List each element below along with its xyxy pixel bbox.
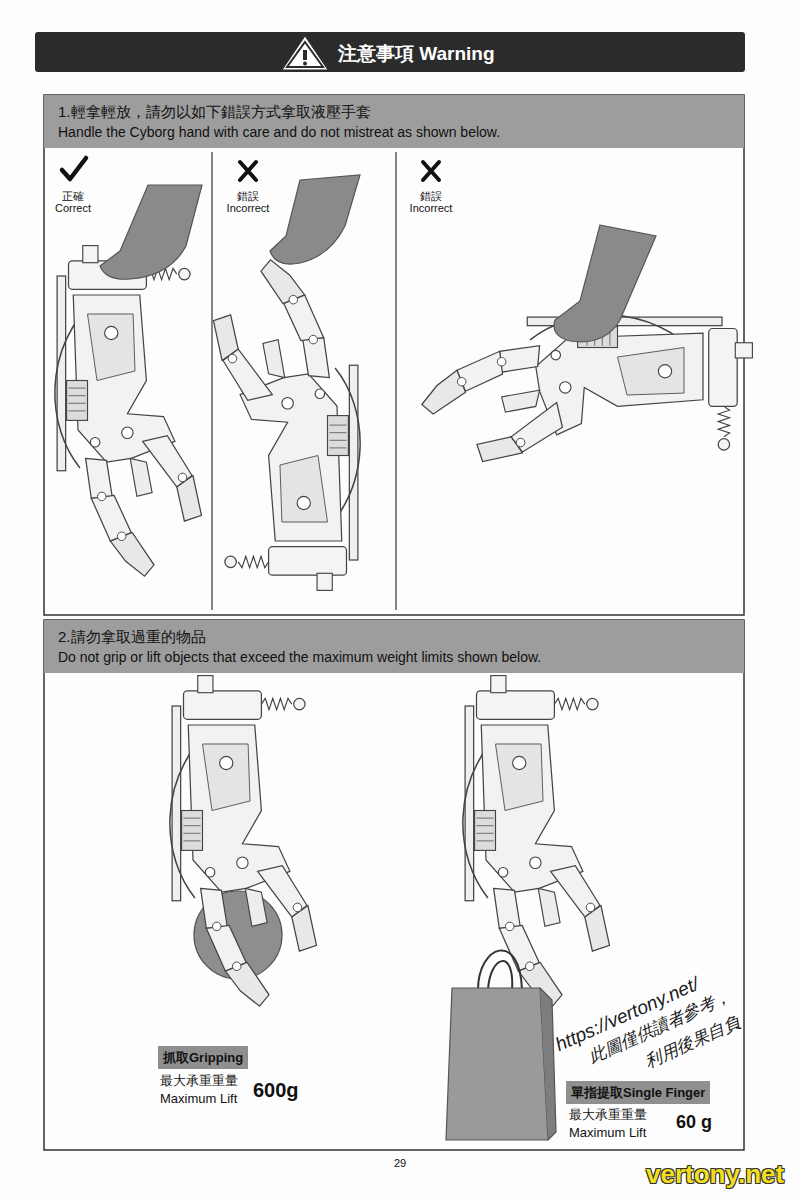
spec-tag: 單指提取Single Finger	[566, 1081, 710, 1104]
status-label: 正確	[62, 189, 84, 203]
body-text: Do not grip or lift objects that exceed …	[58, 647, 730, 667]
spec-tag: 抓取Gripping	[158, 1046, 248, 1069]
spec-label: 最大承重重量	[160, 1073, 238, 1089]
status-label: 錯誤	[420, 189, 442, 203]
section-band: 1.輕拿輕放，請勿以如下錯誤方式拿取液壓手套Handle the Cyborg …	[44, 95, 744, 148]
heading-text: 單指提取Single Finger	[571, 1083, 705, 1102]
page-title: 注意事項 Warning	[338, 41, 495, 67]
status-label: 錯誤	[237, 189, 259, 203]
heading-text: 2.請勿拿取過重的物品	[58, 626, 730, 647]
status-label: Incorrect	[410, 201, 453, 215]
spec-label: 最大承重重量	[569, 1107, 647, 1123]
spec-label: Maximum Lift	[160, 1091, 237, 1107]
heading-text: 1.輕拿輕放，請勿以如下錯誤方式拿取液壓手套	[58, 101, 730, 122]
weight-value: 60 g	[676, 1112, 712, 1133]
section-band: 2.請勿拿取過重的物品Do not grip or lift objects t…	[44, 620, 744, 673]
status-label: Correct	[55, 201, 91, 215]
page-number: 29	[394, 1156, 406, 1170]
body-text: Handle the Cyborg hand with care and do …	[58, 122, 730, 142]
spec-label: Maximum Lift	[569, 1125, 646, 1141]
watermark: vertony.net	[646, 1160, 784, 1189]
status-label: Incorrect	[227, 201, 270, 215]
heading-text: 抓取Gripping	[163, 1048, 243, 1067]
weight-value: 600g	[253, 1079, 299, 1102]
